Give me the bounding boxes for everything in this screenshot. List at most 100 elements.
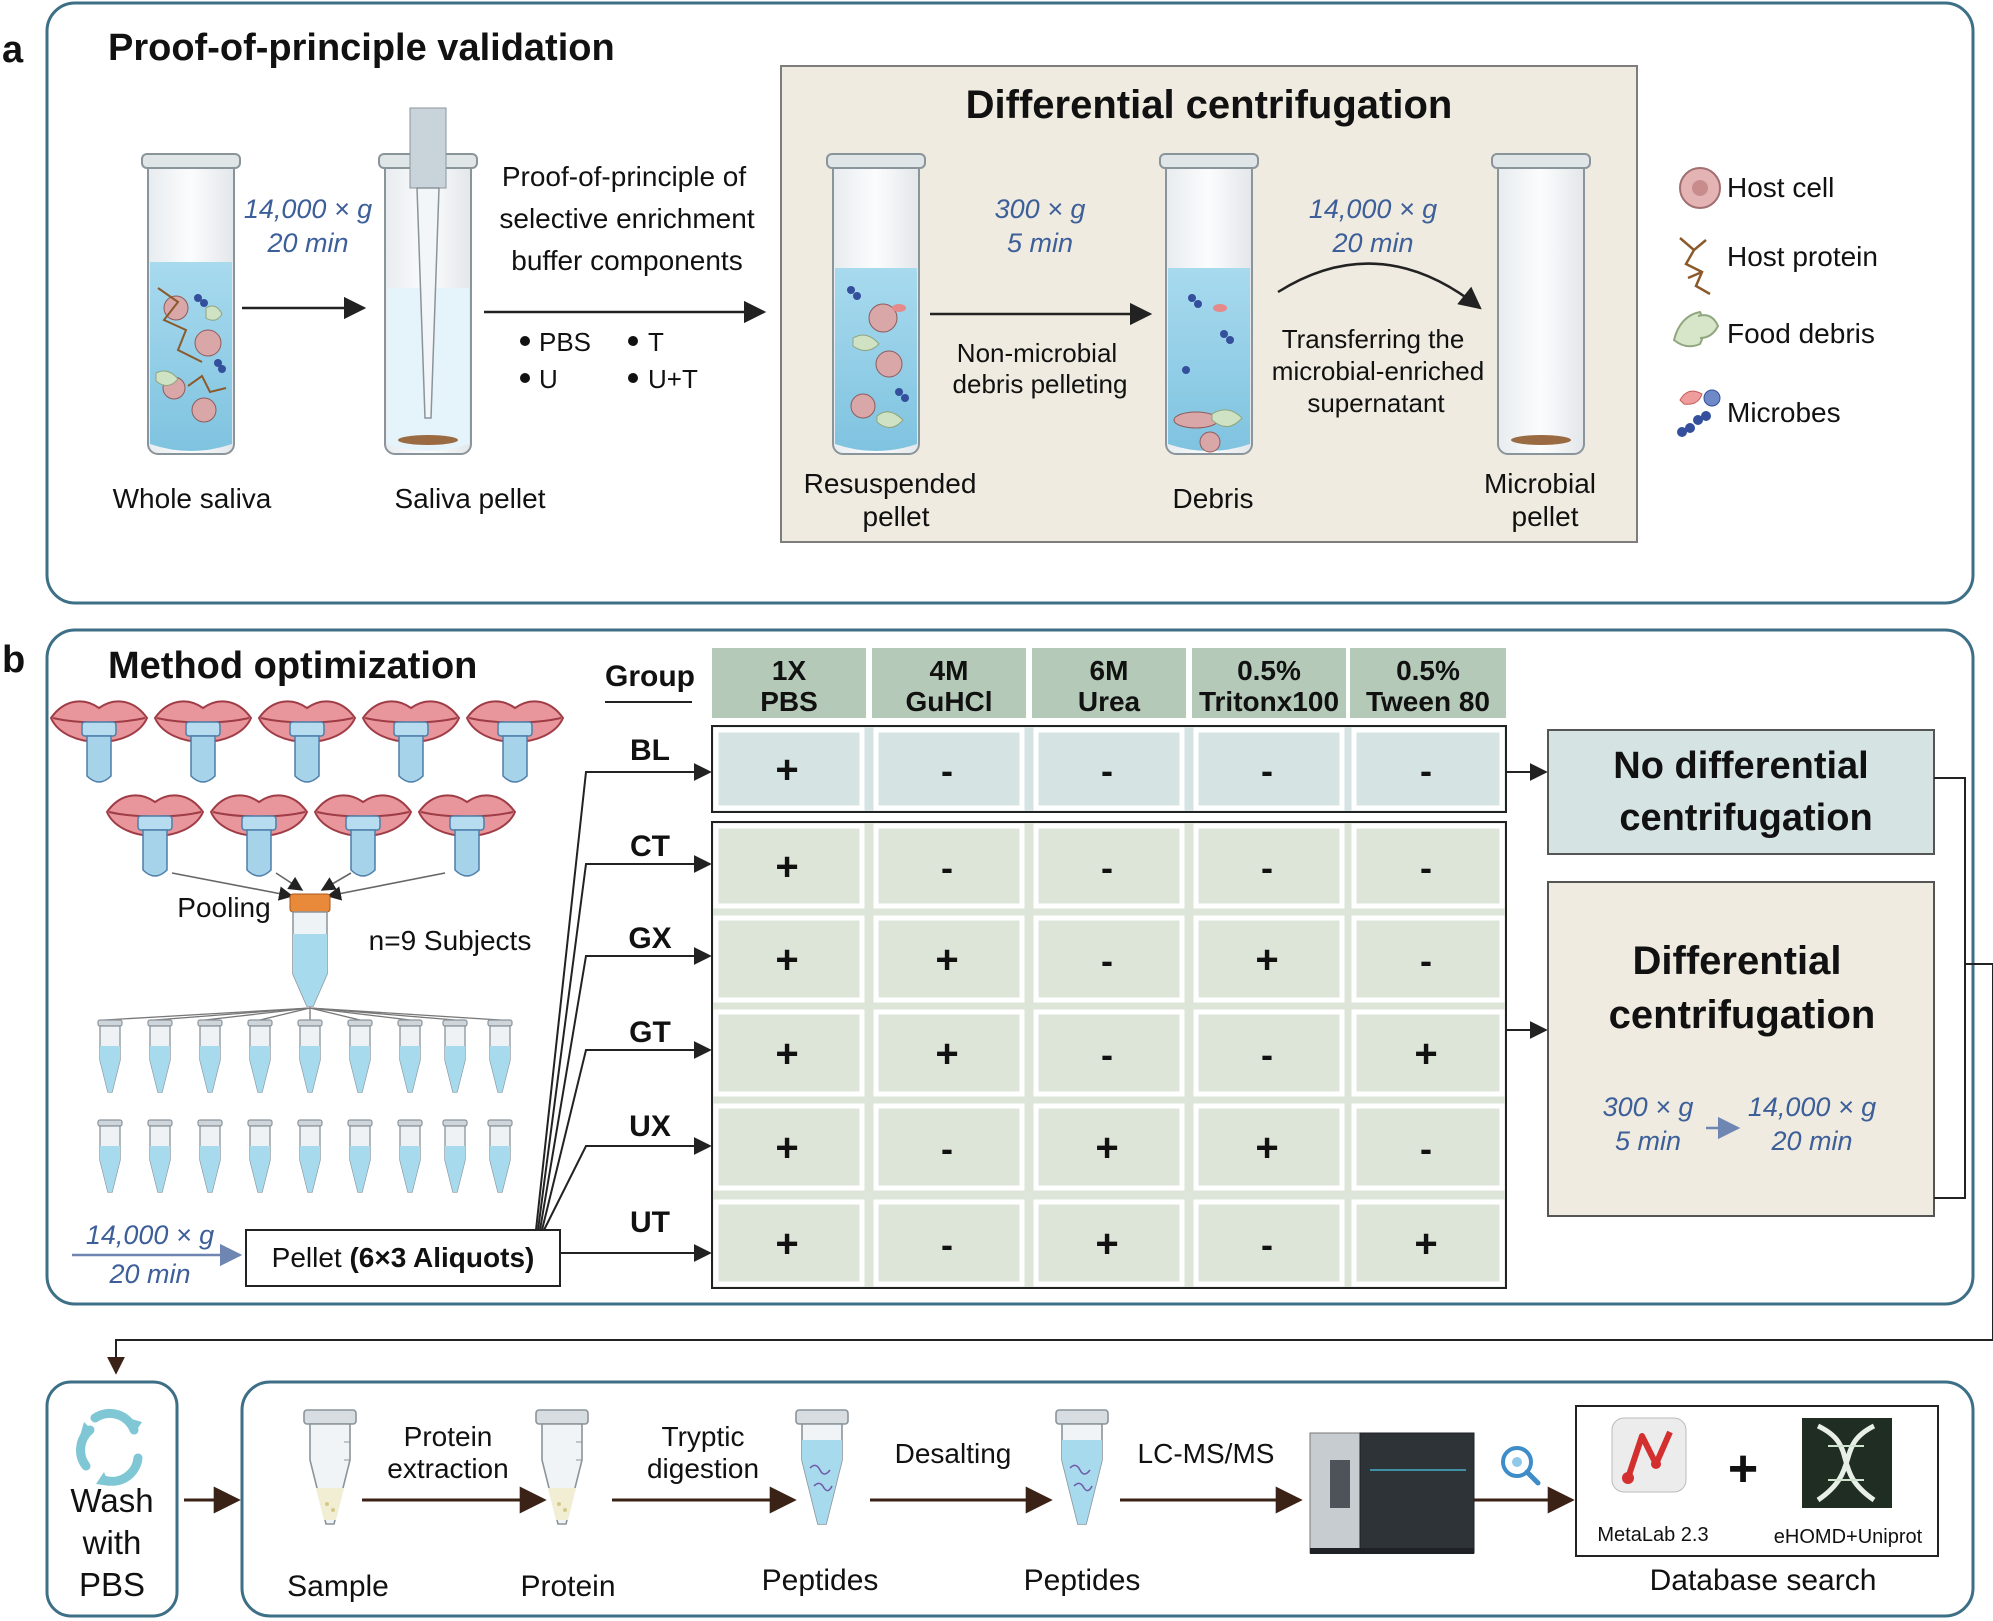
plus-sign-cell: + xyxy=(1414,1222,1437,1266)
host-cell-icon xyxy=(1679,167,1721,209)
table-cell xyxy=(713,1103,865,1191)
step4-wf-text: LC-MS/MS xyxy=(1138,1438,1275,1469)
minus-sign-cell: - xyxy=(1420,1128,1432,1169)
step2-wf-text-1: Tryptic xyxy=(662,1421,745,1452)
pellet-label-bold: (6×3 Aliquots) xyxy=(349,1242,534,1273)
step1-text-2: extraction xyxy=(387,1453,508,1484)
host-protein-icon xyxy=(1679,237,1711,296)
table-header-cell xyxy=(872,648,1026,718)
whole-saliva-label: Whole saliva xyxy=(113,483,272,514)
table-cell xyxy=(713,727,865,811)
dc-b-spin-a-time: 5 min xyxy=(1615,1126,1681,1156)
buffer-ut: U+T xyxy=(648,364,698,394)
dc-box-b-title-2: centrifugation xyxy=(1609,993,1876,1037)
protein-tube-icon xyxy=(535,1409,589,1525)
group-label: UX xyxy=(629,1110,671,1143)
buffer-u: U xyxy=(539,364,558,394)
table-cell xyxy=(1193,1103,1345,1191)
plus-sign-cell: + xyxy=(775,748,798,792)
table-cell xyxy=(1033,1199,1185,1287)
plus-sign-cell: + xyxy=(935,1032,958,1076)
microbial-label-1: Microbial xyxy=(1484,468,1596,499)
spin3-arrow xyxy=(1277,262,1482,310)
plus-sign-cell: + xyxy=(1255,938,1278,982)
minus-sign-cell: - xyxy=(1261,1034,1273,1075)
wash-text-3: PBS xyxy=(79,1566,145,1603)
buffer-t: T xyxy=(648,327,664,357)
table-header-label: 0.5% xyxy=(1237,655,1301,686)
bracket-lines xyxy=(107,777,1993,1375)
minus-sign-cell: - xyxy=(1101,750,1113,791)
step2-text-2: debris pelleting xyxy=(953,369,1128,399)
panel-b-letter: b xyxy=(2,639,25,681)
dc-box-b xyxy=(1547,881,1935,1217)
table-cell xyxy=(1351,915,1505,1003)
pellet-label-plain: Pellet xyxy=(272,1242,350,1273)
saliva-pellet-label: Saliva pellet xyxy=(395,483,546,514)
plus-sign-cell: + xyxy=(775,845,798,889)
wash-text-1: Wash xyxy=(70,1482,153,1519)
table-header-cell xyxy=(1192,648,1346,718)
table-cell xyxy=(713,823,865,909)
database-search-label: Database search xyxy=(1650,1564,1877,1597)
plus-sign: + xyxy=(1728,1440,1758,1498)
table-cell xyxy=(1351,1199,1505,1287)
plus-sign-cell: + xyxy=(775,938,798,982)
table-header-label: Tritonx100 xyxy=(1199,686,1339,717)
peptides-1-label: Peptides xyxy=(762,1564,879,1597)
debris-tube-icon xyxy=(1159,153,1259,455)
table-cell xyxy=(713,1009,865,1097)
sample-label: Sample xyxy=(287,1570,389,1603)
step3-text-1: Transferring the xyxy=(1282,324,1465,354)
table-cell xyxy=(1193,727,1345,811)
plus-sign-cell: + xyxy=(775,1126,798,1170)
legend-microbes: Microbes xyxy=(1727,397,1841,428)
step3-text-2: microbial-enriched xyxy=(1272,356,1484,386)
subjects-label: n=9 Subjects xyxy=(369,925,532,956)
enrichment-text-1: Proof-of-principle of xyxy=(502,161,747,192)
metalab-label: MetaLab 2.3 xyxy=(1597,1524,1708,1546)
table-cell xyxy=(1033,1009,1185,1097)
microbes-icon xyxy=(1677,389,1721,437)
microbial-pellet-tube-icon xyxy=(1491,153,1591,455)
legend-host-protein: Host protein xyxy=(1727,241,1878,272)
panel-a-title: Proof-of-principle validation xyxy=(108,27,615,69)
minus-sign-cell: - xyxy=(1420,750,1432,791)
enrichment-text-2: selective enrichment xyxy=(499,203,754,234)
resuspended-tube-icon xyxy=(826,153,926,455)
table-cell xyxy=(1033,915,1185,1003)
spin3-time: 20 min xyxy=(1331,228,1413,258)
step2-wf-text-2: digestion xyxy=(647,1453,759,1484)
table-header-label: 6M xyxy=(1090,655,1129,686)
mass-spectrometer-icon xyxy=(1309,1432,1475,1554)
spin1-speed: 14,000 × g xyxy=(244,194,372,224)
group-label: CT xyxy=(630,830,670,863)
wash-text-2: with xyxy=(82,1524,142,1561)
pooled-falcon-tube-icon xyxy=(289,893,331,1007)
table-header-cell xyxy=(712,648,866,718)
buffer-pbs: PBS xyxy=(539,327,591,357)
peptides-2-label: Peptides xyxy=(1024,1564,1141,1597)
table-header-label: Urea xyxy=(1078,686,1141,717)
minus-sign-cell: - xyxy=(1101,940,1113,981)
recycle-arrowheads xyxy=(80,1418,142,1486)
search-icon xyxy=(1501,1446,1541,1486)
step3-text-3: supernatant xyxy=(1307,388,1445,418)
peptides-tube-2-icon xyxy=(1055,1409,1109,1525)
table-cell xyxy=(873,727,1025,811)
table-cell xyxy=(1193,823,1345,909)
spin2-time: 5 min xyxy=(1007,228,1073,258)
aliquot-lines xyxy=(104,1007,501,1021)
minus-sign-cell: - xyxy=(1101,1034,1113,1075)
dc-box-b-title-1: Differential xyxy=(1633,939,1842,983)
table-cell xyxy=(873,1103,1025,1191)
peptides-tube-1-icon xyxy=(795,1409,849,1525)
table-cell xyxy=(873,915,1025,1003)
pellet-box xyxy=(245,1229,561,1287)
table-header: 1XPBS4MGuHCl6MUrea0.5%Tritonx1000.5%Twee… xyxy=(712,648,1506,718)
minus-sign-cell: - xyxy=(1101,847,1113,888)
table-header-cell xyxy=(1350,648,1506,718)
workflow-box xyxy=(240,1380,1975,1618)
